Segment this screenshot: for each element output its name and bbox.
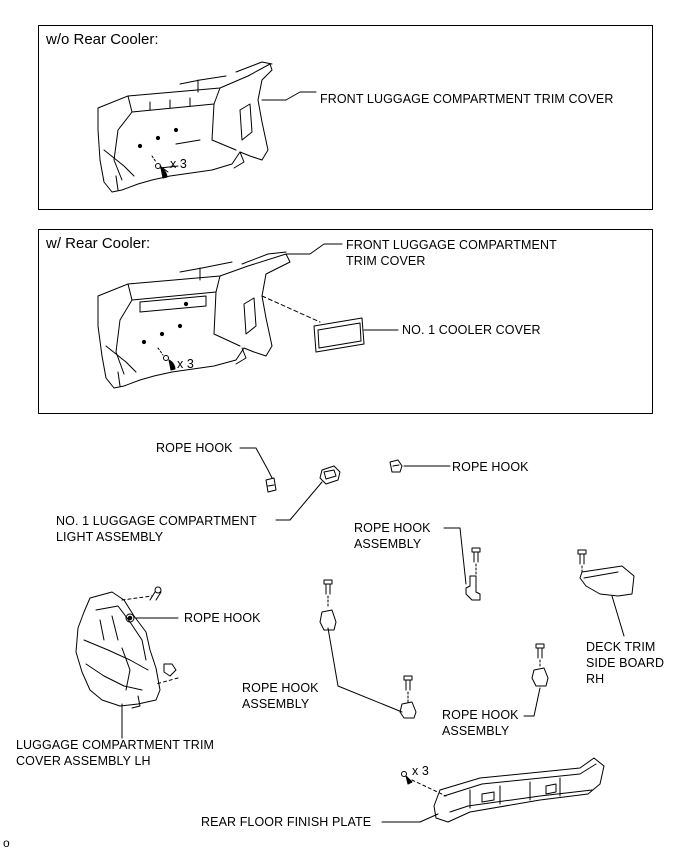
deck-trim-label-line1: DECK TRIM xyxy=(586,640,656,654)
panel-title-without-cooler: w/o Rear Cooler: xyxy=(46,31,159,48)
bolt-icon xyxy=(535,643,545,659)
clip-quantity-label: x 3 xyxy=(412,764,429,778)
rope-hook-bracket-icon xyxy=(319,609,337,631)
cooler-cover-label: NO. 1 COOLER COVER xyxy=(402,323,541,337)
deck-trim-leader xyxy=(611,595,625,637)
rope-hook-bracket-icon xyxy=(465,575,481,601)
panel-without-cooler-frame xyxy=(38,25,653,210)
rope-hook-assembly-leader xyxy=(443,527,467,585)
rope-hook-icon xyxy=(265,477,277,493)
rope-hook-label: ROPE HOOK xyxy=(184,611,261,625)
rope-hook-assembly-label-line1: ROPE HOOK xyxy=(354,521,431,535)
rope-hook-icon xyxy=(389,459,403,473)
bolt-icon xyxy=(323,579,333,595)
bolt-icon xyxy=(577,549,587,565)
front-trim-cover-drawing xyxy=(97,61,317,193)
panel-title-with-cooler: w/ Rear Cooler: xyxy=(46,235,151,252)
rear-floor-finish-plate-drawing xyxy=(433,757,605,823)
deck-trim-side-board-drawing xyxy=(579,565,635,597)
rope-hook-bracket-icon xyxy=(399,701,417,719)
rope-hook-icon xyxy=(125,613,135,623)
rope-hook-label: ROPE HOOK xyxy=(452,460,529,474)
clip-quantity-label: x 3 xyxy=(170,157,187,171)
deck-trim-label-line3: RH xyxy=(586,672,605,686)
corner-mark: o xyxy=(3,836,10,850)
clip-icon xyxy=(401,771,413,785)
clip-icon xyxy=(163,663,177,677)
luggage-light-icon xyxy=(319,465,341,485)
trim-cover-lh-label-line2: COVER ASSEMBLY LH xyxy=(16,754,151,768)
front-trim-cover-label-line2: TRIM COVER xyxy=(346,254,426,268)
front-trim-cover-label-line1: FRONT LUGGAGE COMPARTMENT xyxy=(346,238,557,252)
light-assembly-leader xyxy=(275,481,323,521)
rope-hook-assembly-label-line1: ROPE HOOK xyxy=(242,681,319,695)
rope-hook-assembly-leader xyxy=(523,687,541,717)
deck-trim-label-line2: SIDE BOARD xyxy=(586,656,665,670)
trim-cover-lh-label-line1: LUGGAGE COMPARTMENT TRIM xyxy=(16,738,215,752)
front-trim-cover-label: FRONT LUGGAGE COMPARTMENT TRIM COVER xyxy=(320,92,614,106)
rope-hook-assembly-leader xyxy=(327,627,403,713)
rope-hook-assembly-label-line1: ROPE HOOK xyxy=(442,708,519,722)
rope-hook-leader xyxy=(239,447,273,479)
rope-hook-assembly-label-line2: ASSEMBLY xyxy=(242,697,310,711)
rope-hook-assembly-label-line2: ASSEMBLY xyxy=(354,537,422,551)
rear-floor-plate-leader xyxy=(381,813,439,823)
clip-quantity-label: x 3 xyxy=(177,357,194,371)
front-trim-cover-cooler-drawing xyxy=(97,243,343,389)
trim-cover-lh-drawing xyxy=(75,591,161,709)
clip-icon xyxy=(157,347,176,371)
rear-floor-finish-plate-label: REAR FLOOR FINISH PLATE xyxy=(201,815,372,829)
bolt-icon xyxy=(149,586,162,601)
cooler-cover-dashed-leader xyxy=(261,295,321,323)
light-assembly-label-line1: NO. 1 LUGGAGE COMPARTMENT xyxy=(56,514,257,528)
light-assembly-label-line2: LIGHT ASSEMBLY xyxy=(56,530,164,544)
bolt-icon xyxy=(471,547,481,563)
panel-with-cooler-frame xyxy=(38,229,653,414)
bolt-icon xyxy=(403,675,413,691)
cooler-cover-drawing xyxy=(313,317,399,353)
rope-hook-label: ROPE HOOK xyxy=(156,441,233,455)
clip-icon xyxy=(151,155,169,179)
rope-hook-bracket-icon xyxy=(531,667,549,687)
rope-hook-assembly-label-line2: ASSEMBLY xyxy=(442,724,510,738)
